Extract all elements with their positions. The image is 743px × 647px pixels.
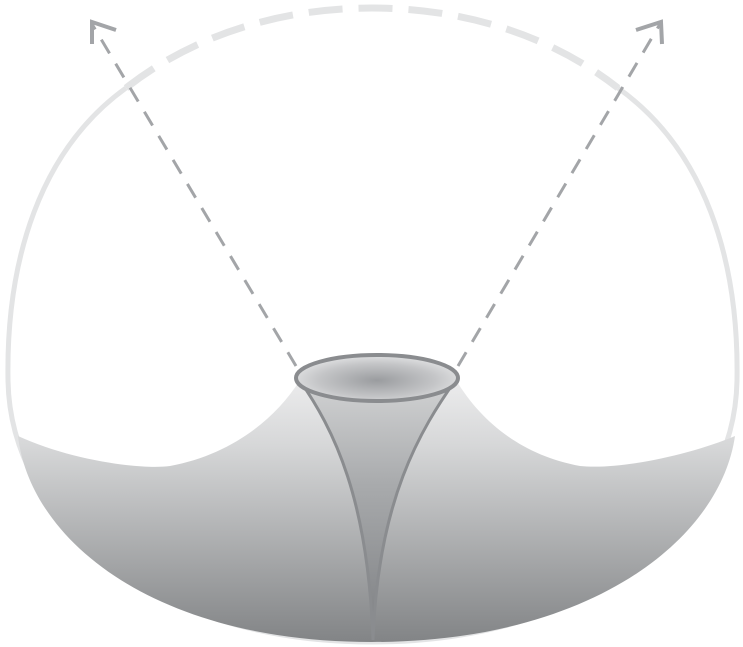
left-arrow-icon	[92, 22, 296, 366]
funnel-mouth	[296, 355, 458, 401]
right-arrow-icon	[458, 22, 662, 366]
coverage-arc-icon	[126, 8, 618, 88]
